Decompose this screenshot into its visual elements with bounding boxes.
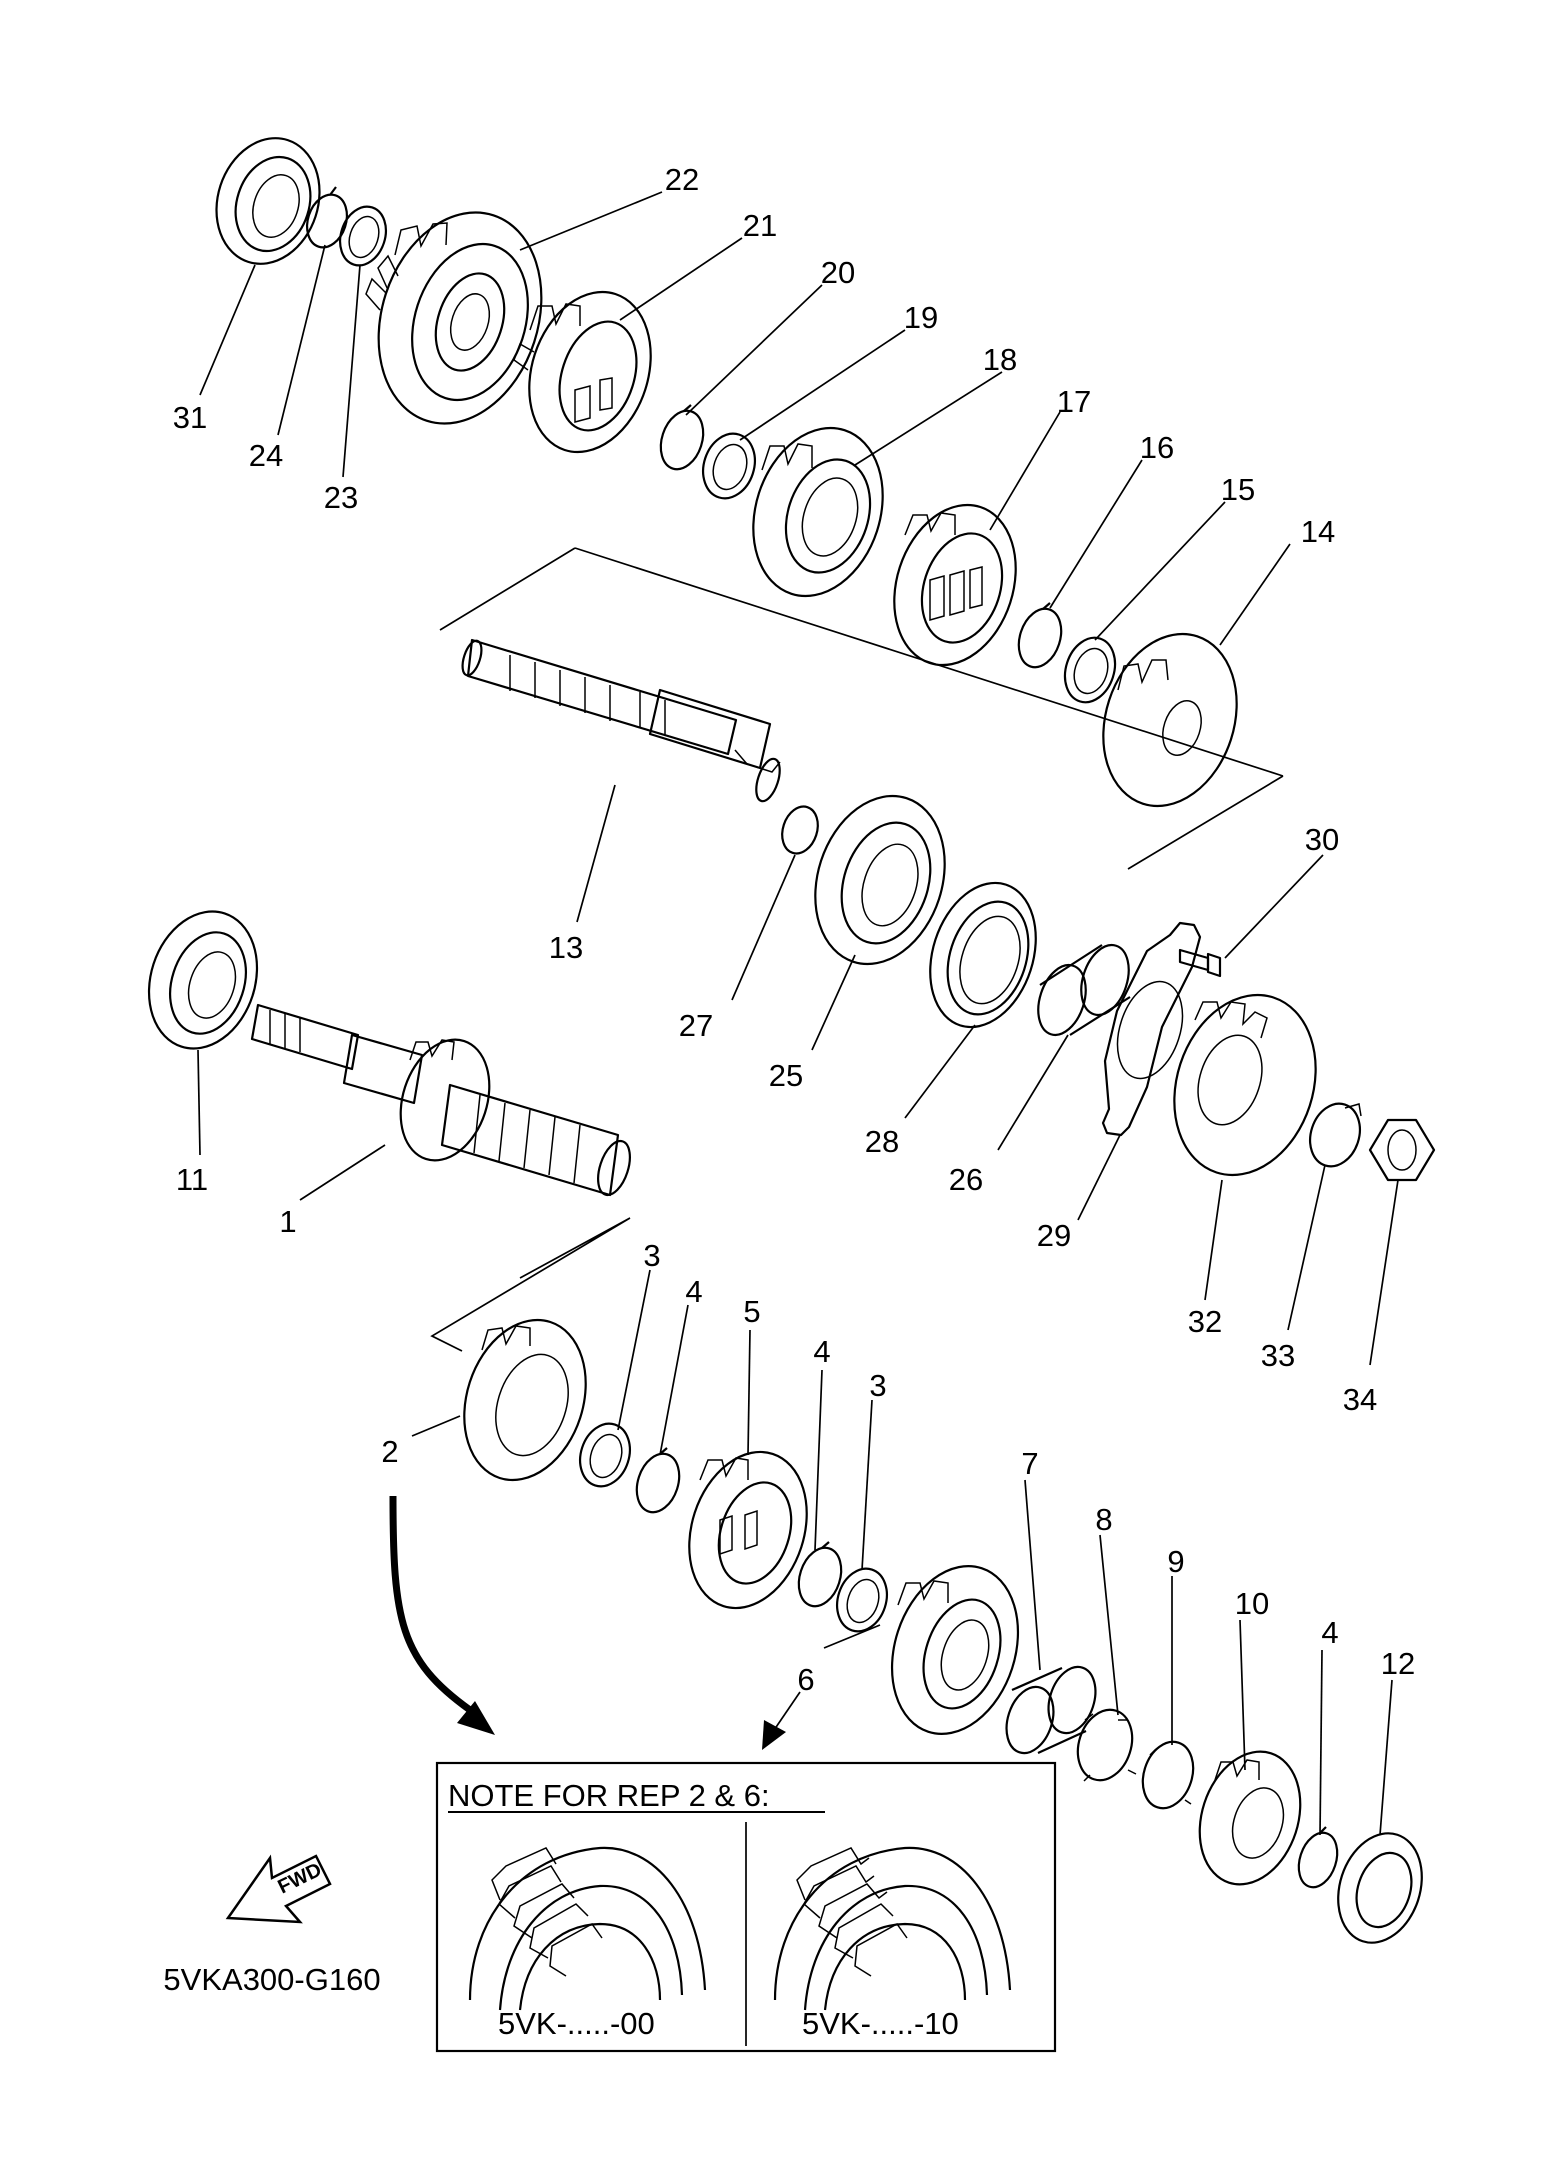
circlip-4-a <box>635 1447 681 1514</box>
callout-19: 19 <box>904 300 938 335</box>
shaft-1 <box>250 1003 631 1197</box>
oring-27 <box>781 805 819 855</box>
bearing-25 <box>814 794 946 966</box>
callout-7: 7 <box>1021 1446 1038 1481</box>
note-variant-right: 5VK-.....-10 <box>802 2006 959 2041</box>
circlip-9 <box>1141 1740 1195 1810</box>
washer-19 <box>702 432 756 500</box>
callout-5: 5 <box>743 1294 760 1329</box>
callout-10: 10 <box>1235 1586 1269 1621</box>
circlip-20 <box>659 404 705 471</box>
callout-30: 30 <box>1305 822 1339 857</box>
callout-11: 11 <box>176 1162 208 1197</box>
assembly-guide-upper <box>439 547 1284 870</box>
callout-34: 34 <box>1343 1382 1377 1417</box>
washer-3-b <box>836 1567 888 1633</box>
callout-27: 27 <box>679 1008 713 1043</box>
collar-7 <box>1005 1665 1097 1755</box>
plate-29 <box>1101 921 1202 1137</box>
lock-washer-8 <box>1076 1708 1137 1782</box>
leader-lines <box>197 191 1399 1836</box>
callout-32: 32 <box>1188 1304 1222 1339</box>
assembly-guide-lower <box>430 1217 631 1352</box>
callout-4-b: 4 <box>813 1334 830 1369</box>
callout-25: 25 <box>769 1058 803 1093</box>
washer-3-a <box>579 1422 631 1488</box>
circlip-4-b <box>797 1541 843 1608</box>
callout-24: 24 <box>249 438 283 473</box>
gear-variant-00 <box>468 1846 707 2011</box>
fwd-arrow-icon: FWD <box>225 1854 332 1924</box>
washer-23 <box>339 205 387 267</box>
callout-28: 28 <box>865 1124 899 1159</box>
sprocket-32 <box>1173 993 1317 1177</box>
callout-4-c: 4 <box>1321 1615 1338 1650</box>
callout-15: 15 <box>1221 472 1255 507</box>
gear-10 <box>1198 1750 1302 1886</box>
circlip-16 <box>1017 602 1063 669</box>
circlip-4-c <box>1297 1826 1339 1889</box>
callout-22: 22 <box>665 162 699 197</box>
bolt-30 <box>1178 948 1222 978</box>
collar-26 <box>1037 943 1131 1037</box>
callout-21: 21 <box>743 208 777 243</box>
lock-washer-33 <box>1309 1102 1362 1168</box>
note-arrow-right <box>762 1691 801 1750</box>
callout-3-a: 3 <box>643 1238 660 1273</box>
callout-13: 13 <box>549 930 583 965</box>
callout-20: 20 <box>821 255 855 290</box>
note-title: NOTE FOR REP 2 & 6: <box>448 1778 770 1813</box>
gear-6 <box>890 1565 1020 1735</box>
gear-18 <box>752 426 884 598</box>
callout-14: 14 <box>1301 514 1335 549</box>
callout-29: 29 <box>1037 1218 1071 1253</box>
bearing-11 <box>147 910 259 1050</box>
note-variant-left: 5VK-.....-00 <box>498 2006 655 2041</box>
gear-22 <box>365 211 543 425</box>
gear-variant-10 <box>773 1846 1012 2011</box>
callout-16: 16 <box>1140 430 1174 465</box>
callout-9: 9 <box>1167 1544 1184 1579</box>
shaft-13 <box>461 638 781 803</box>
washer-15 <box>1063 636 1117 704</box>
note-arrow-left <box>389 1495 495 1735</box>
gear-21 <box>513 290 652 454</box>
callout-18: 18 <box>983 342 1017 377</box>
callout-4-a: 4 <box>685 1274 702 1309</box>
bearing-12 <box>1337 1832 1423 1944</box>
gear-14 <box>1102 632 1238 808</box>
callout-1: 1 <box>279 1204 296 1239</box>
nut-34 <box>1368 1118 1436 1182</box>
callout-23: 23 <box>324 480 358 515</box>
callout-8: 8 <box>1095 1502 1112 1537</box>
callout-3-b: 3 <box>869 1368 886 1403</box>
gear-5 <box>688 1450 808 1610</box>
gear-2 <box>463 1318 587 1482</box>
callout-12: 12 <box>1381 1646 1415 1681</box>
diagram-code: 5VKA300-G160 <box>163 1962 380 1997</box>
callout-17: 17 <box>1057 384 1091 419</box>
callout-33: 33 <box>1261 1338 1295 1373</box>
callout-31: 31 <box>173 400 207 435</box>
circlip-24 <box>305 186 349 249</box>
callout-6: 6 <box>797 1662 814 1697</box>
bearing-31 <box>215 137 321 265</box>
oil-seal-28 <box>929 881 1037 1029</box>
note-box: NOTE FOR REP 2 & 6: 5VK-.....-00 5VK-...… <box>435 1761 1057 2053</box>
callout-2: 2 <box>381 1434 398 1469</box>
callout-26: 26 <box>949 1162 983 1197</box>
